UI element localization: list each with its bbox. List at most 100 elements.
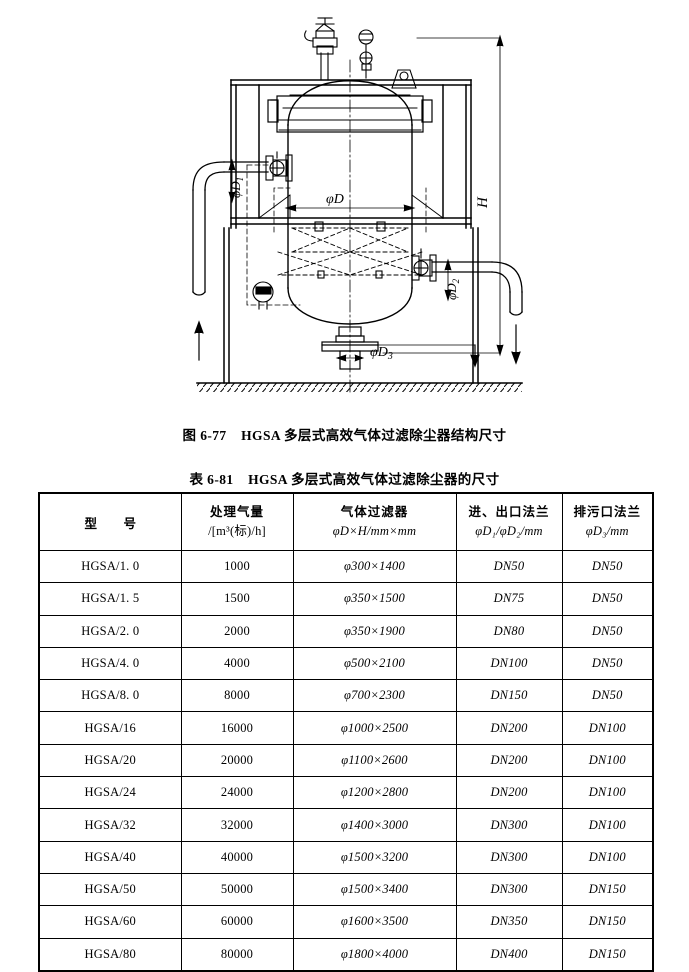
label-inlet-flange: φD1 bbox=[228, 177, 245, 198]
cell-gas-filter: φ1400×3000 bbox=[292, 808, 457, 842]
cell-inout-flange: DN350 bbox=[455, 905, 563, 939]
cell-inout-flange: DN150 bbox=[455, 679, 563, 713]
table-header-row: 型 号 处理气量 /[m³(标)/h] 气体过滤器 φD×H/mm×mm 进、出… bbox=[38, 492, 654, 551]
dimension-phiD1 bbox=[228, 158, 236, 204]
cell-drain-flange: DN100 bbox=[561, 841, 654, 874]
cell-inout-flange: DN50 bbox=[455, 550, 563, 584]
cell-gas-flow: 40000 bbox=[180, 841, 294, 874]
figure-caption-number: 图 6-77 bbox=[182, 428, 227, 443]
cell-gas-flow: 24000 bbox=[180, 776, 294, 810]
cell-gas-filter: φ1000×2500 bbox=[292, 711, 457, 745]
flow-arrow-drain bbox=[470, 344, 480, 368]
cell-model: HGSA/60 bbox=[38, 905, 182, 939]
label-drain-flange: φD3 bbox=[370, 345, 393, 362]
column-header-inlet-outlet-flange: 进、出口法兰 φD₁/φD₂/mm bbox=[455, 492, 563, 551]
dimension-phiD2 bbox=[444, 258, 452, 302]
cell-drain-flange: DN150 bbox=[561, 938, 654, 972]
cell-model: HGSA/16 bbox=[38, 711, 182, 745]
cell-inout-flange: DN200 bbox=[455, 711, 563, 745]
cell-model: HGSA/40 bbox=[38, 841, 182, 874]
cell-drain-flange: DN100 bbox=[561, 744, 654, 778]
cell-gas-filter: φ350×1900 bbox=[292, 615, 457, 648]
cell-gas-filter: φ1800×4000 bbox=[292, 938, 457, 972]
column-header-drain-flange: 排污口法兰 φD₃/mm bbox=[561, 492, 654, 551]
cell-inout-flange: DN300 bbox=[455, 808, 563, 842]
cell-model: HGSA/24 bbox=[38, 776, 182, 810]
flow-arrow-outlet bbox=[511, 324, 521, 365]
specification-table: 型 号 处理气量 /[m³(标)/h] 气体过滤器 φD×H/mm×mm 进、出… bbox=[38, 492, 654, 972]
cell-inout-flange: DN400 bbox=[455, 938, 563, 972]
cell-drain-flange: DN50 bbox=[561, 550, 654, 584]
cell-gas-flow: 60000 bbox=[180, 905, 294, 939]
cell-drain-flange: DN150 bbox=[561, 905, 654, 939]
dimension-H bbox=[382, 34, 504, 357]
column-header-gas-filter: 气体过滤器 φD×H/mm×mm bbox=[292, 492, 457, 551]
cell-gas-flow: 32000 bbox=[180, 808, 294, 842]
cell-gas-filter: φ1100×2600 bbox=[292, 744, 457, 778]
cell-gas-filter: φ1200×2800 bbox=[292, 776, 457, 810]
cell-drain-flange: DN50 bbox=[561, 582, 654, 616]
figure-caption: 图 6-77 HGSA 多层式高效气体过滤除尘器结构尺寸 bbox=[0, 424, 689, 444]
cell-inout-flange: DN80 bbox=[455, 615, 563, 648]
cell-gas-filter: φ700×2300 bbox=[292, 679, 457, 713]
outlet-valve bbox=[411, 248, 437, 282]
cell-gas-flow: 20000 bbox=[180, 744, 294, 778]
table-caption: 表 6-81 HGSA 多层式高效气体过滤除尘器的尺寸 bbox=[0, 468, 689, 488]
cell-drain-flange: DN100 bbox=[561, 776, 654, 810]
table-caption-text: HGSA 多层式高效气体过滤除尘器的尺寸 bbox=[248, 472, 500, 487]
flow-arrow-inlet bbox=[194, 320, 204, 361]
technical-drawing: H φD φD1 φD2 φD3 bbox=[0, 0, 689, 412]
inlet-valve bbox=[265, 151, 293, 182]
cell-model: HGSA/4. 0 bbox=[38, 647, 182, 681]
cell-inout-flange: DN200 bbox=[455, 776, 563, 810]
cell-drain-flange: DN100 bbox=[561, 711, 654, 745]
pressure-gauge bbox=[358, 29, 374, 79]
ground-line bbox=[196, 382, 523, 392]
cell-gas-filter: φ1500×3200 bbox=[292, 841, 457, 874]
sight-glass bbox=[252, 281, 274, 310]
lifting-lug bbox=[391, 69, 417, 89]
cell-gas-flow: 1500 bbox=[180, 582, 294, 616]
cell-drain-flange: DN50 bbox=[561, 647, 654, 681]
cell-model: HGSA/80 bbox=[38, 938, 182, 972]
cell-model: HGSA/8. 0 bbox=[38, 679, 182, 713]
cell-drain-flange: DN100 bbox=[561, 808, 654, 842]
internal-cage-outline bbox=[246, 164, 427, 306]
filter-support-brackets bbox=[314, 221, 386, 279]
safety-valve bbox=[304, 17, 338, 81]
cell-model: HGSA/1. 0 bbox=[38, 550, 182, 584]
cell-gas-flow: 1000 bbox=[180, 550, 294, 584]
label-outlet-flange: φD2 bbox=[444, 278, 461, 300]
cell-gas-filter: φ500×2100 bbox=[292, 647, 457, 681]
cell-inout-flange: DN300 bbox=[455, 841, 563, 874]
label-height-H: H bbox=[475, 196, 491, 209]
table-caption-number: 表 6-81 bbox=[189, 472, 234, 487]
cell-drain-flange: DN50 bbox=[561, 615, 654, 648]
cell-model: HGSA/2. 0 bbox=[38, 615, 182, 648]
outlet-pipe bbox=[431, 261, 523, 316]
cell-drain-flange: DN50 bbox=[561, 679, 654, 713]
cell-gas-flow: 4000 bbox=[180, 647, 294, 681]
label-vessel-diameter: φD bbox=[326, 192, 344, 207]
cell-gas-filter: φ350×1500 bbox=[292, 582, 457, 616]
cell-gas-flow: 8000 bbox=[180, 679, 294, 713]
cell-inout-flange: DN200 bbox=[455, 744, 563, 778]
dimension-phiD3 bbox=[335, 344, 476, 362]
column-header-model: 型 号 bbox=[38, 492, 182, 551]
figure-caption-text: HGSA 多层式高效气体过滤除尘器结构尺寸 bbox=[241, 428, 507, 443]
cell-gas-filter: φ1600×3500 bbox=[292, 905, 457, 939]
inlet-pipe bbox=[192, 161, 269, 296]
cell-gas-flow: 80000 bbox=[180, 938, 294, 972]
cell-model: HGSA/1. 5 bbox=[38, 582, 182, 616]
cell-inout-flange: DN75 bbox=[455, 582, 563, 616]
